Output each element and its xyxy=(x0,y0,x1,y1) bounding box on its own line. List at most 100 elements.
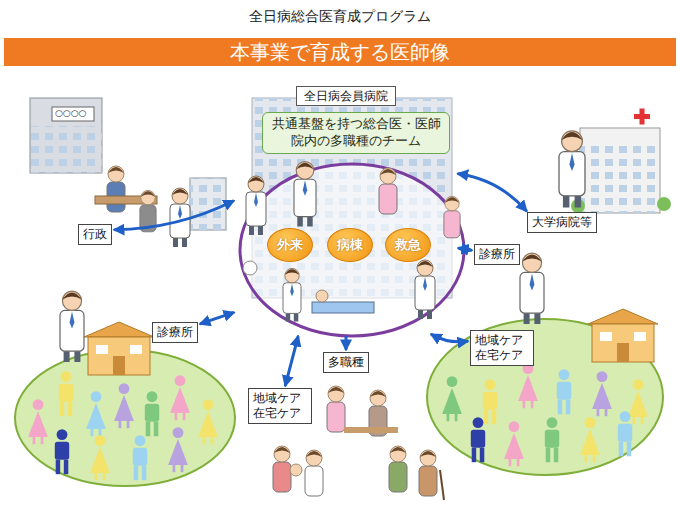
admin-office-scene xyxy=(190,178,226,230)
node-text: 外来 xyxy=(277,236,303,254)
place-label: 診療所 xyxy=(152,322,198,343)
connector-arrow xyxy=(345,337,348,349)
department-circle: 病棟 xyxy=(327,228,373,262)
care-scenes xyxy=(419,450,437,496)
hospital-staff xyxy=(246,176,266,235)
community-left xyxy=(84,322,154,337)
community-left xyxy=(96,345,108,354)
community-left xyxy=(114,383,134,428)
node-text: 地域ケア 在宅ケア xyxy=(253,391,307,421)
place-label: 行政 xyxy=(78,224,112,245)
care-scenes xyxy=(273,446,291,492)
admin-building xyxy=(30,98,102,173)
node-text: 病棟 xyxy=(337,236,363,254)
community-left xyxy=(15,350,235,486)
community-left xyxy=(28,399,48,444)
university-hospital xyxy=(559,109,671,214)
hospital-staff xyxy=(294,162,316,227)
node-text: 行政 xyxy=(83,227,107,242)
department-circle: 外来 xyxy=(267,228,313,262)
admin-building xyxy=(30,126,102,173)
community-left xyxy=(86,391,106,436)
connector-arrow xyxy=(432,335,467,342)
community-right xyxy=(580,417,600,462)
community-right xyxy=(557,369,571,414)
university-hospital xyxy=(559,131,585,208)
community-right xyxy=(520,253,544,324)
community-right xyxy=(427,319,663,475)
place-label: 地域ケア 在宅ケア xyxy=(248,388,312,424)
title-text: 全日病総合医育成プログラム xyxy=(0,8,680,26)
node-text: 多職種 xyxy=(328,355,364,370)
hospital-staff xyxy=(312,302,374,313)
university-hospital xyxy=(580,128,660,213)
node-text: 本事業で育成する医師像 xyxy=(230,40,450,64)
community-right xyxy=(600,332,612,341)
care-scenes xyxy=(290,464,302,476)
node-text: 全日病会員病院 xyxy=(296,86,396,106)
community-right xyxy=(628,379,648,424)
community-right xyxy=(618,411,632,456)
community-right xyxy=(504,421,524,466)
place-label: 地域ケア 在宅ケア xyxy=(470,330,534,366)
connector-arrow xyxy=(201,313,233,324)
hospital-group: 全日病会員病院共通基盤を持つ総合医・医師 院内の多職種のチーム外来 病棟 救急 xyxy=(236,86,456,334)
community-left xyxy=(60,291,84,362)
node-text: 地域ケア 在宅ケア xyxy=(475,333,529,363)
community-left xyxy=(168,427,188,472)
community-right xyxy=(427,253,663,475)
community-left xyxy=(198,399,218,444)
community-left xyxy=(133,435,147,480)
hospital-staff xyxy=(283,268,301,321)
sign-text: ○○○○ xyxy=(55,109,86,118)
care-scenes xyxy=(344,427,398,433)
hospital-staff xyxy=(444,196,460,237)
admin-building xyxy=(30,98,102,173)
community-right xyxy=(588,309,658,324)
university-hospital xyxy=(580,140,660,213)
care-scenes xyxy=(327,386,345,432)
community-left xyxy=(90,435,110,480)
admin-building xyxy=(52,107,94,121)
node-text: 救急 xyxy=(395,236,421,254)
university-hospital xyxy=(657,197,671,211)
community-right xyxy=(617,343,629,362)
admin-office-scene xyxy=(95,166,226,247)
department-circle: 救急 xyxy=(385,228,431,262)
node-text: 共通基盤を持つ総合医・医師 院内の多職種のチーム xyxy=(269,116,443,150)
community-right xyxy=(471,417,485,462)
admin-office-scene xyxy=(170,188,190,247)
community-left xyxy=(113,356,125,375)
community-left xyxy=(130,345,142,354)
community-left xyxy=(170,375,190,420)
admin-office-scene xyxy=(190,178,226,230)
community-right xyxy=(592,371,612,416)
place-label: 大学病院等 xyxy=(527,212,597,233)
hospital-staff xyxy=(243,261,257,275)
community-right xyxy=(483,379,497,424)
connector-arrow xyxy=(285,337,298,385)
hospital-ring xyxy=(240,164,464,336)
connector-arrow xyxy=(115,201,233,230)
hospital-staff xyxy=(316,290,328,302)
place-label: 診療所 xyxy=(474,244,520,265)
node-text: 診療所 xyxy=(157,325,193,340)
community-left xyxy=(15,291,235,486)
heading-band: 本事業で育成する医師像 xyxy=(4,38,676,66)
community-right xyxy=(592,324,654,362)
team-box: 共通基盤を持つ総合医・医師 院内の多職種のチーム xyxy=(262,112,450,154)
node-text: 大学病院等 xyxy=(532,215,592,230)
connector-arrow xyxy=(459,174,526,211)
hospital-staff xyxy=(415,260,435,319)
care-scenes xyxy=(305,450,323,496)
community-left xyxy=(145,391,159,436)
community-left xyxy=(55,429,69,474)
hospital-staff xyxy=(243,162,460,322)
community-left xyxy=(59,371,73,416)
community-left xyxy=(88,337,150,375)
care-scenes xyxy=(440,470,444,500)
community-right xyxy=(545,417,559,462)
community-right xyxy=(518,363,538,408)
university-hospital xyxy=(640,109,645,125)
